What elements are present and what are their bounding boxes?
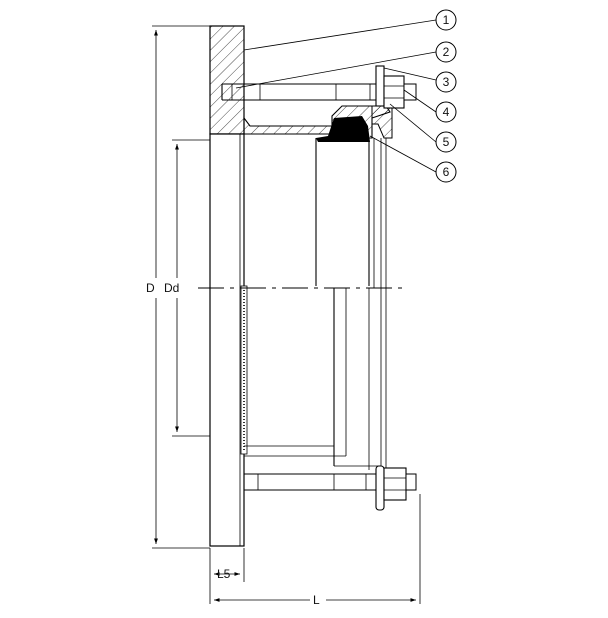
leader-lines — [235, 19, 437, 173]
pipe-body — [244, 138, 387, 470]
tie-bolt-top — [221, 65, 417, 109]
callout-6-label: 6 — [443, 165, 450, 179]
callout-4: 4 — [435, 101, 457, 123]
callout-3: 3 — [435, 71, 457, 93]
flange-plate — [209, 25, 248, 547]
tie-bolt-bottom — [244, 465, 417, 511]
dimension-d-label: D — [146, 281, 155, 295]
callout-1-label: 1 — [443, 13, 450, 27]
callout-6: 6 — [435, 161, 457, 183]
callout-5: 5 — [435, 131, 457, 153]
callout-4-label: 4 — [443, 105, 450, 119]
callout-1: 1 — [435, 9, 457, 31]
callout-2: 2 — [435, 41, 457, 63]
callout-3-label: 3 — [443, 75, 450, 89]
dimension-l-label: L — [313, 593, 320, 607]
dimension-d — [152, 25, 210, 549]
callout-5-label: 5 — [443, 135, 450, 149]
dimension-l5 — [209, 548, 245, 582]
dimension-dd-label: Dd — [164, 281, 179, 295]
body-section-top — [243, 99, 393, 142]
callout-2-label: 2 — [443, 45, 450, 59]
dimension-l — [209, 494, 421, 604]
dimension-l5-label: L5 — [217, 567, 231, 581]
dimension-dd — [172, 139, 210, 437]
